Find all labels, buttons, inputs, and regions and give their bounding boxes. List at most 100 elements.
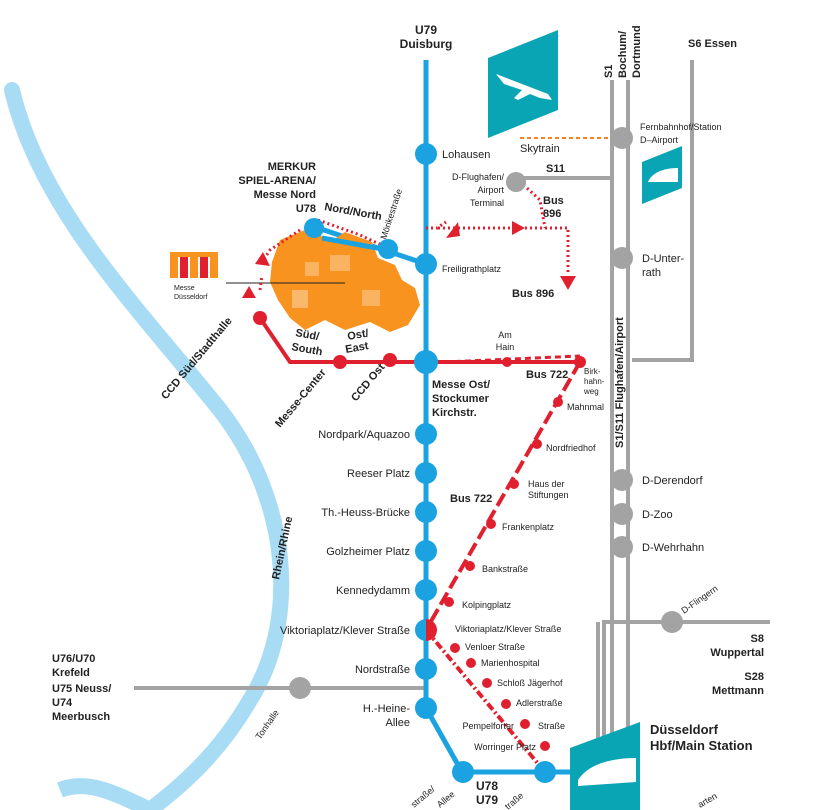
stop-ccd-sued <box>253 311 267 325</box>
station-kennedydamm <box>415 579 437 601</box>
label-adlerstrasse: Adlerstraße <box>516 698 563 708</box>
train-icon-hbf <box>570 722 640 810</box>
messe-logo-icon <box>170 252 218 278</box>
stop-marienhospital <box>466 658 476 668</box>
label-lohausen: Lohausen <box>442 149 490 161</box>
station-nordstrasse <box>415 658 437 680</box>
label-messe-center: Messe-Center <box>273 366 329 430</box>
station-messe-ost <box>414 350 438 374</box>
u78-bottom-label: U78 <box>476 779 498 793</box>
bus-722-messe <box>258 316 580 364</box>
station-freiligrathplatz <box>415 253 437 275</box>
label-hbf-2: Hbf/Main Station <box>650 738 753 753</box>
label-marienhospital: Marienhospital <box>481 658 540 668</box>
station-nord-north <box>304 218 324 238</box>
stop-am-hain <box>502 357 512 367</box>
label-bus896-b: Bus 896 <box>512 288 554 300</box>
label-frankenplatz: Frankenplatz <box>502 522 555 532</box>
label-unterrath-2: rath <box>642 267 661 279</box>
label-nordfriedhof: Nordfriedhof <box>546 443 596 453</box>
label-mettmann: Mettmann <box>712 685 764 697</box>
label-west-1: U76/U70 <box>52 653 95 665</box>
label-heuss: Th.-Heuss-Brücke <box>321 507 410 519</box>
label-bus722-b: Bus 722 <box>450 493 492 505</box>
label-bus722-a: Bus 722 <box>526 369 568 381</box>
label-west-2: Krefeld <box>52 667 90 679</box>
stop-haus <box>509 479 519 489</box>
label-nord-north: Nord/North <box>323 201 383 223</box>
label-birkhahnweg-2: hahn- <box>584 377 605 386</box>
skytrain-label: Skytrain <box>520 143 560 155</box>
arena-bar <box>321 235 389 253</box>
stop-kolpingplatz <box>444 597 454 607</box>
label-viktoria-bus: Viktoriaplatz/Klever Straße <box>455 624 561 634</box>
station-heuss <box>415 501 437 523</box>
label-terminal-2: Airport <box>477 185 504 195</box>
station-reeser <box>415 462 437 484</box>
label-messe-ost-3: Kirchstr. <box>432 407 477 419</box>
bus-stops <box>253 311 586 751</box>
label-s1: S1 <box>603 65 615 78</box>
label-ost-1: Ost/ <box>346 327 369 343</box>
bus-arrows <box>242 221 576 298</box>
label-unterrath-1: D-Unter- <box>642 253 685 265</box>
label-messe-ost-1: Messe Ost/ <box>432 379 490 391</box>
label-bankstrasse: Bankstraße <box>482 564 528 574</box>
arena-line-2: SPIEL-ARENA/ <box>238 175 316 187</box>
label-west-4: U74 <box>52 697 73 709</box>
label-pempelforter-2: Straße <box>538 721 565 731</box>
u79-duisburg-label: Duisburg <box>400 37 453 51</box>
label-terminal-3: Terminal <box>470 198 504 208</box>
station-bottom-a <box>452 761 474 783</box>
stop-frankenplatz <box>486 519 496 529</box>
label-s1-s11-side: S1/S11 Flughafen/Airport <box>614 317 626 448</box>
label-moerikestrasse: Mörikestraße <box>378 188 404 241</box>
label-s6-essen: S6 Essen <box>688 38 737 50</box>
station-airport-terminal <box>506 172 526 192</box>
label-west-5: Meerbusch <box>52 711 110 723</box>
label-tonhalle: Tonhalle <box>253 708 280 741</box>
fair-grounds <box>270 228 420 332</box>
stop-adlerstrasse <box>501 699 511 709</box>
u-stations <box>304 143 556 783</box>
label-birkhahnweg-1: Birk- <box>584 367 601 376</box>
station-fernbahnhof <box>611 127 633 149</box>
label-venloer: Venloer Straße <box>465 642 525 652</box>
label-kennedydamm: Kennedydamm <box>336 585 410 597</box>
stop-pempelforter <box>520 719 530 729</box>
station-tonhalle <box>289 677 311 699</box>
bus-722-line <box>424 361 582 631</box>
label-terminal-1: D-Flughafen/ <box>452 172 505 182</box>
stop-ccd-ost <box>383 353 397 367</box>
label-birkhahnweg-3: weg <box>583 387 599 396</box>
label-schloss: Schloß Jägerhof <box>497 678 563 688</box>
label-viktoria-u: Viktoriaplatz/Klever Straße <box>280 625 410 637</box>
station-wehrhahn <box>611 536 633 558</box>
label-haus-2: Stiftungen <box>528 490 569 500</box>
label-s8: S8 <box>751 633 764 645</box>
label-pempelforter-1: Pempelforter <box>462 721 514 731</box>
label-ost-2: East <box>344 340 369 356</box>
bus-722-line-south <box>424 628 547 774</box>
bus-722-dashes <box>444 354 581 364</box>
label-heine-1: H.-Heine- <box>363 703 410 715</box>
stop-bankstrasse <box>465 561 475 571</box>
label-bus896-a-1: Bus <box>543 195 564 207</box>
label-wehrhahn: D-Wehrhahn <box>642 542 704 554</box>
label-flingern: D-Flingern <box>679 583 719 615</box>
label-fernbahnhof-2: D–Airport <box>640 135 679 145</box>
label-mahnmal: Mahnmal <box>567 402 604 412</box>
stop-venloer <box>450 643 460 653</box>
label-nordpark: Nordpark/Aquazoo <box>318 429 410 441</box>
label-am-hain-1: Am <box>498 330 512 340</box>
label-heine-2: Allee <box>386 717 410 729</box>
label-bottom-b: Allee <box>435 789 457 810</box>
stop-nordfriedhof <box>532 439 542 449</box>
label-wuppertal: Wuppertal <box>710 647 764 659</box>
label-messe-ost-2: Stockumer <box>432 393 490 405</box>
u79-top-label: U79 <box>415 23 437 37</box>
stop-mahnmal <box>553 397 563 407</box>
train-icon-airport <box>642 146 682 204</box>
label-bus896-a-2: 896 <box>543 208 561 220</box>
station-moerikestrasse <box>378 239 398 259</box>
